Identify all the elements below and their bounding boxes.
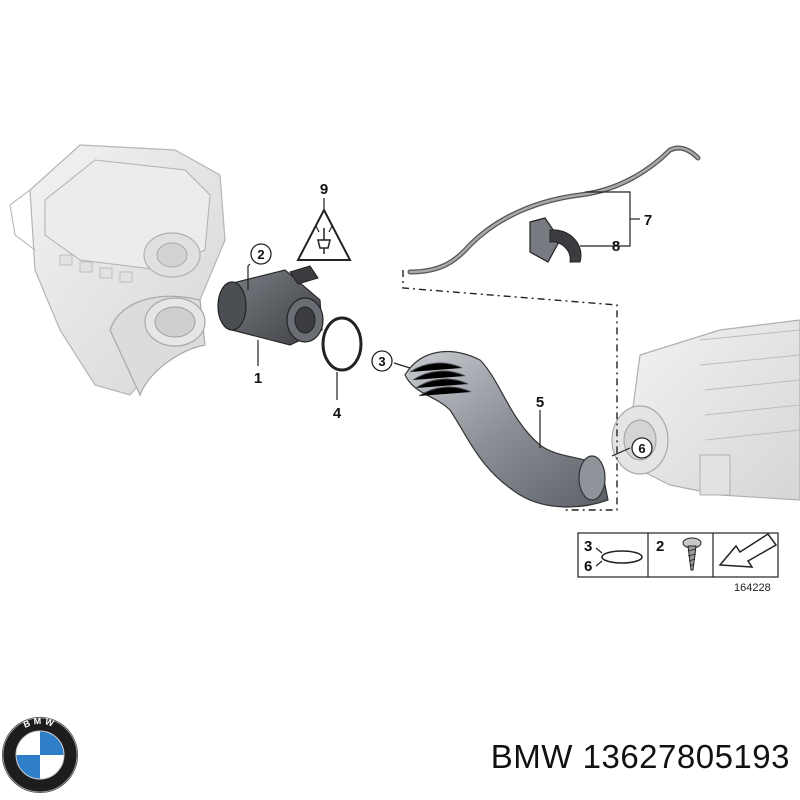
legend-number-2: 2 bbox=[656, 538, 664, 555]
callout-7: 7 bbox=[644, 212, 652, 229]
assembly-boundary bbox=[402, 270, 618, 511]
legend-number-3: 3 bbox=[584, 538, 592, 555]
callout-6: 6 bbox=[638, 441, 645, 456]
hose-clip bbox=[529, 217, 582, 263]
intake-hose bbox=[404, 351, 609, 508]
callout-9: 9 bbox=[320, 181, 328, 198]
diagram-id: 164228 bbox=[734, 582, 771, 594]
callouts: 1 2 3 4 5 6 7 8 9 bbox=[250, 181, 653, 459]
legend-number-6: 6 bbox=[584, 558, 592, 575]
legend-panel: 3 6 2 164228 bbox=[577, 532, 779, 594]
callout-3: 3 bbox=[378, 354, 385, 369]
callout-2-circle bbox=[250, 243, 272, 265]
callout-1: 1 bbox=[254, 370, 262, 387]
vent-line bbox=[407, 145, 701, 275]
o-ring-seal bbox=[321, 316, 363, 372]
electrical-connector-warning-icon bbox=[296, 207, 352, 261]
intake-manifold bbox=[611, 319, 800, 501]
logo-lettering: BMW bbox=[22, 716, 58, 730]
callout-8: 8 bbox=[612, 238, 620, 255]
direction-arrow-icon bbox=[718, 532, 778, 568]
air-mass-meter bbox=[217, 265, 324, 346]
air-filter-housing bbox=[9, 144, 226, 397]
callout-6-circle bbox=[631, 437, 653, 459]
callout-4: 4 bbox=[333, 405, 342, 422]
callout-5: 5 bbox=[536, 394, 544, 411]
bmw-logo: BMW bbox=[2, 716, 78, 793]
callout-3-circle bbox=[371, 350, 393, 372]
leader-lines bbox=[247, 191, 640, 457]
screw-icon bbox=[682, 537, 702, 571]
hose-clamp-icon bbox=[595, 547, 643, 567]
part-number-caption: BMW 13627805193 bbox=[490, 738, 790, 775]
callout-2: 2 bbox=[257, 247, 264, 262]
